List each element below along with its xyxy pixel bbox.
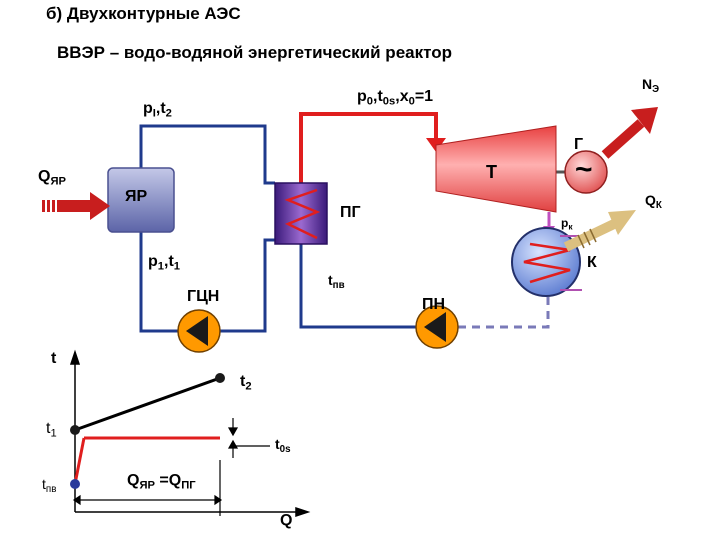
graph-x-axis-label: Q [280, 512, 293, 529]
generator-tilde: ~ [575, 153, 593, 186]
generator [564, 150, 608, 194]
main-circulation-pump [177, 309, 221, 353]
turbine [435, 125, 557, 213]
graph-q-span [72, 460, 223, 516]
graph-t1-t2-line [74, 376, 221, 432]
graph-label-tpv: tпв [42, 476, 57, 495]
primary-loop-pipes [139, 124, 275, 333]
reactor-vessel [107, 167, 175, 233]
label-p0-t0s-x0: p0,t0s,x0=1 [357, 88, 434, 108]
steam-line [299, 112, 446, 183]
graph-y-axis-label: t [51, 350, 57, 367]
label-condenser: К [587, 254, 597, 271]
graph-label-t1: t1 [46, 420, 57, 440]
feed-line [299, 244, 416, 329]
n-e-arrow [601, 107, 658, 159]
steam-generator [274, 182, 328, 245]
condensate-line [458, 295, 550, 329]
graph-tpv-line [73, 437, 86, 485]
label-p-k: pк [561, 216, 573, 232]
label-q-k: QК [645, 192, 662, 211]
page-subtitle: ВВЭР – водо-водяной энергетический реакт… [57, 43, 452, 62]
feed-pump [415, 305, 459, 349]
graph-balance-label: QЯР =QПГ [127, 472, 196, 492]
q-yar-arrow [42, 192, 110, 220]
condenser [511, 227, 582, 297]
label-turbine: Т [486, 162, 497, 182]
label-t-pv: tпв [328, 272, 345, 291]
graph-t0s-dimension [227, 418, 270, 458]
graph-label-t0s: t0s [275, 436, 291, 455]
graph-markers [70, 373, 225, 489]
label-generator: Г [574, 136, 584, 153]
q-k-arrow [563, 210, 636, 252]
label-p-t2: pI,t2 [143, 100, 172, 120]
label-feed-pump: ПН [422, 296, 446, 313]
label-steam-generator: ПГ [340, 204, 361, 221]
label-main-pump: ГЦН [187, 288, 220, 305]
label-reactor: ЯР [125, 188, 148, 205]
label-q-yar: QЯР [38, 168, 66, 188]
label-p1-t1: p1,t1 [148, 253, 181, 273]
tq-graph-axes [69, 349, 311, 518]
page-title: б) Двухконтурные АЭС [46, 4, 241, 23]
label-n-e: NЭ [642, 76, 660, 95]
graph-label-t2: t2 [240, 373, 252, 393]
